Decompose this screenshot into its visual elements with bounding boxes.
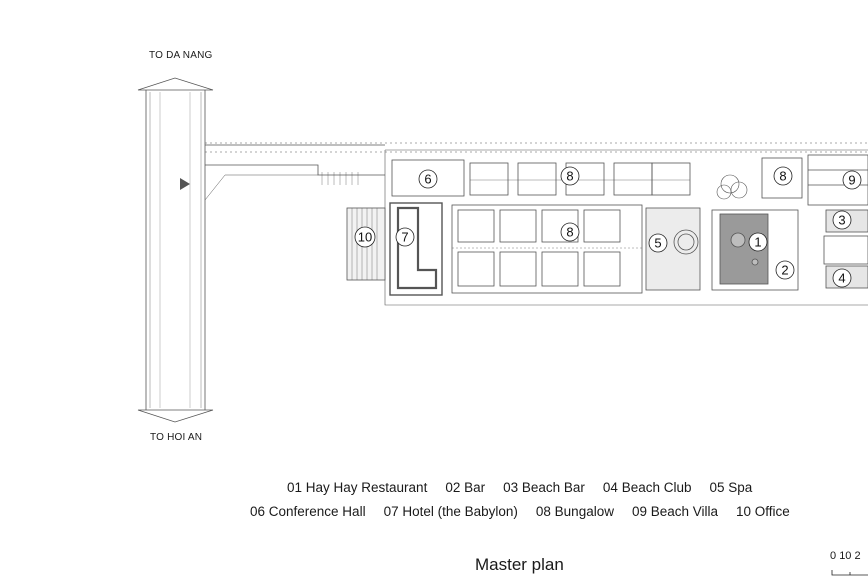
zone-marker-9 <box>842 170 862 190</box>
zone-number-5: 5 <box>654 236 661 251</box>
legend-item-restaurant: 01 Hay Hay Restaurant <box>287 480 428 495</box>
bungalow-block-central <box>451 204 643 294</box>
legend-row-2: 06 Conference Hall 07 Hotel (the Babylon)… <box>250 504 790 519</box>
road-arrow-icon <box>180 178 190 190</box>
site-boundary <box>384 149 868 306</box>
zone-number-10: 10 <box>358 230 372 245</box>
plan-title: Master plan <box>475 555 564 574</box>
bungalow-row-north <box>469 162 691 196</box>
zone-markers <box>354 166 862 288</box>
zone-marker-2 <box>775 260 795 280</box>
zone-number-2: 2 <box>781 263 788 278</box>
zone-marker-8c <box>773 166 793 186</box>
scale-tick-2: 2 <box>854 550 861 562</box>
zone-marker-4 <box>832 268 852 288</box>
zone-number-6: 6 <box>424 172 431 187</box>
zone-number-4: 4 <box>838 271 845 286</box>
access-road <box>204 144 385 201</box>
zone-marker-10 <box>354 226 376 248</box>
zone-number-9: 9 <box>848 173 855 188</box>
scale-bar-graphic <box>831 570 868 576</box>
conference-hall-building <box>391 159 465 197</box>
road-label-north: TO DA NANG <box>149 50 213 61</box>
legend-item-beach-club: 04 Beach Club <box>602 480 692 495</box>
main-road <box>137 77 214 423</box>
legend-item-spa: 05 Spa <box>709 480 753 495</box>
legend-item-beach-villa: 09 Beach Villa <box>631 504 719 519</box>
zone-number-1: 1 <box>754 235 761 250</box>
zone-number-7: 7 <box>401 230 408 245</box>
legend-item-bungalow: 08 Bungalow <box>535 504 614 519</box>
scale-tick-10: 10 <box>839 550 852 562</box>
road-label-south: TO HOI AN <box>150 432 203 443</box>
zone-marker-3 <box>832 210 852 230</box>
beach-villas <box>761 154 868 206</box>
zone-number-8b: 8 <box>566 225 573 240</box>
tree-line <box>205 142 868 153</box>
scale-bar-labels: 0 10 2 <box>830 550 861 562</box>
scale-tick-0: 0 <box>830 550 837 562</box>
zone-number-8c: 8 <box>779 169 786 184</box>
zone-marker-1 <box>748 232 768 252</box>
zone-number-3: 3 <box>838 213 845 228</box>
zone-marker-8b <box>560 222 580 242</box>
zone-marker-7 <box>395 227 415 247</box>
zone-marker-8a <box>560 166 580 186</box>
legend-item-conference-hall: 06 Conference Hall <box>250 504 366 519</box>
zone-number-8a: 8 <box>566 169 573 184</box>
zone-marker-5 <box>648 233 668 253</box>
legend-item-office: 10 Office <box>736 504 790 519</box>
tree-cluster <box>716 174 748 200</box>
hotel-building <box>389 202 443 296</box>
legend-item-hotel: 07 Hotel (the Babylon) <box>383 504 518 519</box>
legend-item-bar: 02 Bar <box>445 480 486 495</box>
legend-item-beach-bar: 03 Beach Bar <box>503 480 585 495</box>
zone-marker-6 <box>418 169 438 189</box>
legend-row-1: 01 Hay Hay Restaurant 02 Bar 03 Beach Bar 0… <box>287 480 770 495</box>
